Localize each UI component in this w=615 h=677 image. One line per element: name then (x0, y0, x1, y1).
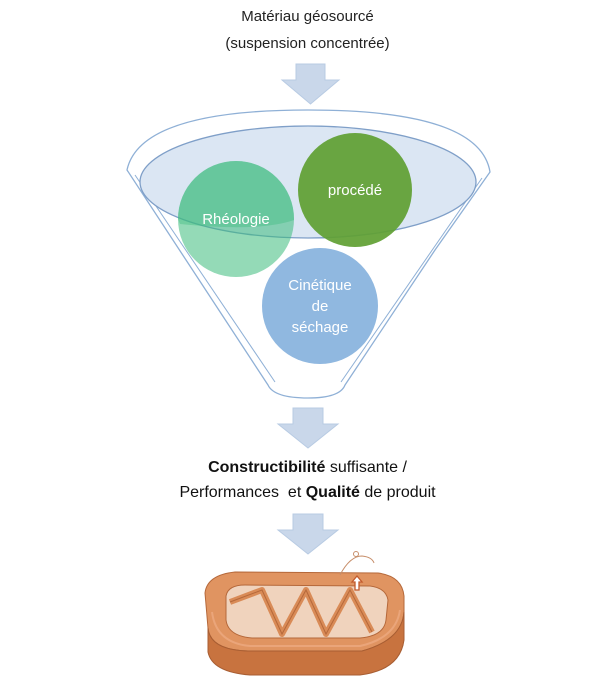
circle-rheologie-top (178, 161, 294, 228)
input-title-line2: (suspension concentrée) (225, 35, 390, 52)
label-cinetique-line1: Cinétique (288, 277, 351, 294)
input-title-line1: Matériau géosourcé (241, 8, 374, 25)
result-constructibilite: Constructibilité (208, 459, 326, 476)
result-line-1: Constructibilité suffisante / (0, 459, 615, 477)
result-performances: Performances et (179, 484, 306, 501)
result-suffisante: suffisante / (325, 459, 407, 476)
circle-rheologie (178, 161, 294, 277)
label-procede: procédé (328, 182, 382, 199)
down-arrow-1-icon (280, 63, 341, 105)
label-rheologie: Rhéologie (202, 211, 270, 228)
result-qualite: Qualité (305, 484, 360, 501)
circle-procede (298, 133, 412, 247)
label-cinetique-line3: séchage (292, 319, 349, 336)
printed-product-illustration (204, 551, 405, 676)
label-cinetique-line2: de (312, 298, 329, 315)
down-arrow-2-icon (276, 407, 340, 449)
funnel-inner-outline (134, 174, 276, 383)
result-de-produit: de produit (359, 484, 436, 501)
funnel-inner-outline-right (340, 177, 483, 383)
down-arrow-3-icon (276, 513, 340, 555)
circle-cinetique (262, 248, 378, 364)
result-line-2: Performances et Qualité de produit (0, 484, 615, 502)
